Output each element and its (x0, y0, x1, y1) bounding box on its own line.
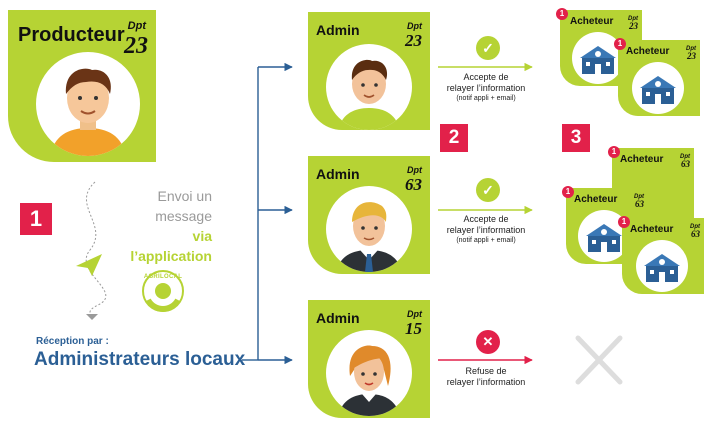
message-text: Envoi un message via l’application (60, 186, 212, 266)
message-line-1: Envoi un (157, 188, 212, 204)
notification-badge: 1 (562, 186, 574, 198)
check-icon: ✓ (476, 36, 500, 60)
admin-dpt: 15 (405, 319, 422, 338)
message-line-3: via (192, 228, 212, 244)
edge-line: relayer l’information (446, 225, 526, 236)
buyer-title: Acheteur (626, 46, 670, 57)
edge-line: Refuse de (465, 366, 507, 376)
step-3-badge: 3 (562, 124, 590, 152)
school-icon (632, 62, 684, 114)
buyer-dpt: 63 (635, 199, 644, 209)
buyer-dpt-label: Dpt (686, 46, 696, 52)
admin-dpt: 23 (405, 31, 422, 50)
step-2-badge: 2 (440, 124, 468, 152)
accept-label-1: Accepte de relayer l’information (notif … (428, 72, 544, 103)
admin-avatar-23 (326, 44, 412, 130)
producer-title: Producteur (18, 24, 125, 46)
refuse-icon: ✕ (476, 330, 500, 354)
school-icon (572, 32, 624, 84)
edge-note: (notif appli + email) (456, 94, 516, 102)
producer-avatar (36, 52, 140, 156)
buyer-title: Acheteur (620, 154, 664, 165)
notification-badge: 1 (608, 146, 620, 158)
producer-dpt: 23 (124, 33, 148, 59)
agrilocal-logo-text: AGRILOCAL (143, 274, 183, 280)
edge-line: Accepte de (463, 72, 509, 82)
accept-label-2: Accepte de relayer l’information (notif … (428, 214, 544, 245)
buyer-card: Acheteur Dpt 23 (560, 10, 642, 86)
buyer-dpt: 23 (687, 51, 696, 61)
buyer-dpt-label: Dpt (680, 154, 690, 160)
refuse-label: Refuse de relayer l’information (428, 366, 544, 389)
buyer-dpt: 23 (629, 21, 638, 31)
edge-note: (notif appli + email) (456, 236, 516, 244)
check-icon: ✓ (476, 178, 500, 202)
admin-avatar-63 (326, 186, 412, 272)
admin-title: Admin (316, 310, 360, 326)
admin-title: Admin (316, 22, 360, 38)
buyer-dpt-label: Dpt (628, 16, 638, 22)
message-line-4: l’application (130, 248, 212, 264)
school-icon (578, 210, 630, 262)
paper-plane-icon (76, 254, 102, 276)
cross-icon (575, 335, 623, 385)
agrilocal-logo: AGRILOCAL (142, 270, 184, 312)
message-line-2: message (155, 208, 212, 224)
down-arrow-icon (86, 314, 98, 320)
notification-badge: 1 (614, 38, 626, 50)
school-icon (636, 240, 688, 292)
admin-dpt-label: Dpt (407, 165, 422, 175)
buyer-title: Acheteur (574, 194, 618, 205)
reception-title: Administrateurs locaux (34, 349, 246, 370)
edge-line: relayer l’information (446, 377, 526, 388)
producer-dpt-label: Dpt (127, 20, 146, 32)
notification-badge: 1 (618, 216, 630, 228)
buyer-title: Acheteur (570, 16, 614, 27)
message-flight-path (85, 181, 107, 317)
buyer-dpt: 63 (691, 229, 700, 239)
buyer-dpt-label: Dpt (690, 224, 700, 230)
branch-connector (242, 62, 293, 365)
admin-dpt: 63 (405, 175, 422, 194)
reception-label: Réception par : (36, 336, 109, 347)
edge-line: Accepte de (463, 214, 509, 224)
buyer-dpt: 63 (681, 159, 690, 169)
buyer-dpt-label: Dpt (634, 194, 644, 200)
admin-avatar-15 (326, 330, 412, 416)
step-1-badge: 1 (20, 203, 52, 235)
buyer-title: Acheteur (630, 224, 674, 235)
edge-line: relayer l’information (446, 83, 526, 94)
admin-title: Admin (316, 166, 360, 182)
admin-dpt-label: Dpt (407, 309, 422, 319)
buyer-card: Acheteur Dpt 23 (618, 40, 700, 116)
buyer-card: Acheteur Dpt 63 (622, 218, 704, 294)
admin-dpt-label: Dpt (407, 21, 422, 31)
notification-badge: 1 (556, 8, 568, 20)
